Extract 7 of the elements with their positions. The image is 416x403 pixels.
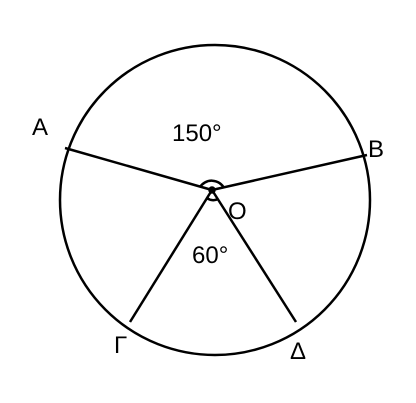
point-label: B [368, 138, 384, 162]
point-label: Γ [114, 334, 128, 358]
point-label: O [228, 200, 247, 224]
angle-label: 60° [192, 244, 228, 268]
point-label: Δ [290, 340, 306, 364]
point-label: A [32, 116, 48, 140]
angle-label: 150° [172, 122, 222, 146]
